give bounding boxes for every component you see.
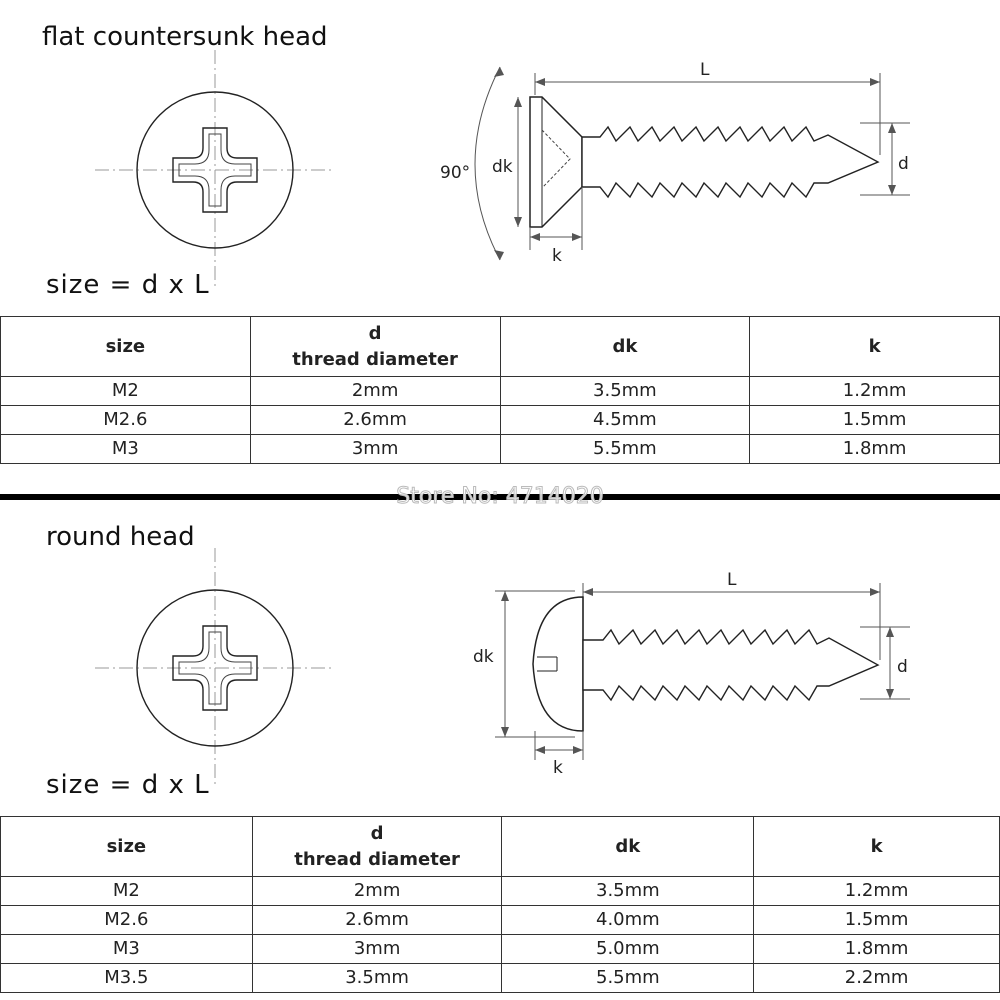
header-d-symbol: d — [370, 822, 384, 844]
cell-k: 1.2mm — [753, 876, 1000, 906]
flat-head-top-view — [95, 50, 335, 290]
flat-section-title: flat countersunk head — [42, 22, 328, 52]
cell-size: M3 — [0, 434, 251, 464]
table-row: M3 3mm 5.0mm 1.8mm — [0, 934, 1000, 964]
table-row: M2 2mm 3.5mm 1.2mm — [0, 376, 1000, 406]
header-d-subtitle: thread diameter — [294, 848, 460, 870]
round-section-title: round head — [46, 522, 195, 552]
round-head-top-view — [95, 548, 335, 788]
cell-d: 2.6mm — [249, 405, 501, 435]
flat-d-label: d — [898, 154, 909, 174]
cell-d: 3mm — [249, 434, 501, 464]
cell-d: 2mm — [251, 876, 503, 906]
flat-L-label: L — [700, 60, 710, 80]
cell-dk: 4.5mm — [499, 405, 751, 435]
round-L-label: L — [727, 570, 737, 590]
cell-size: M2.6 — [0, 405, 251, 435]
cell-k: 2.2mm — [753, 963, 1000, 993]
header-size: size — [0, 816, 253, 877]
header-d: d thread diameter — [249, 316, 501, 377]
table-row: M2.6 2.6mm 4.0mm 1.5mm — [0, 905, 1000, 935]
cell-dk: 5.5mm — [499, 434, 751, 464]
table-row: M3 3mm 5.5mm 1.8mm — [0, 434, 1000, 464]
store-watermark: Store No: 4714020 — [396, 484, 604, 510]
header-d-symbol: d — [368, 322, 382, 344]
round-dk-label: dk — [473, 647, 494, 667]
flat-dk-label: dk — [492, 157, 513, 177]
cell-k: 1.2mm — [749, 376, 1000, 406]
flat-spec-table: size d thread diameter dk k M2 2mm 3.5mm… — [0, 316, 1000, 464]
round-d-label: d — [897, 657, 908, 677]
cell-k: 1.5mm — [749, 405, 1000, 435]
cell-d: 3.5mm — [251, 963, 503, 993]
header-dk: dk — [501, 816, 755, 877]
cell-d: 3mm — [251, 934, 503, 964]
cell-k: 1.5mm — [753, 905, 1000, 935]
cell-dk: 4.0mm — [501, 905, 755, 935]
cell-dk: 3.5mm — [499, 376, 751, 406]
round-screw-side-view: L dk d k — [473, 570, 910, 778]
table-row: M3.5 3.5mm 5.5mm 2.2mm — [0, 963, 1000, 993]
cell-k: 1.8mm — [749, 434, 1000, 464]
header-d: d thread diameter — [251, 816, 503, 877]
cell-size: M3.5 — [0, 963, 253, 993]
flat-angle-label: 90° — [440, 163, 470, 183]
section-divider — [0, 494, 1000, 500]
cell-d: 2mm — [249, 376, 501, 406]
cell-dk: 5.5mm — [501, 963, 755, 993]
cell-size: M2 — [0, 376, 251, 406]
cell-dk: 5.0mm — [501, 934, 755, 964]
table-header-row: size d thread diameter dk k — [0, 316, 1000, 377]
round-spec-table: size d thread diameter dk k M2 2mm 3.5mm… — [0, 816, 1000, 993]
flat-k-label: k — [552, 246, 562, 266]
cell-d: 2.6mm — [251, 905, 503, 935]
flat-size-formula: size = d x L — [46, 270, 210, 300]
cell-size: M2.6 — [0, 905, 253, 935]
header-k: k — [753, 816, 1000, 877]
table-row: M2.6 2.6mm 4.5mm 1.5mm — [0, 405, 1000, 435]
cell-size: M3 — [0, 934, 253, 964]
flat-screw-side-view: 90° dk L d k — [440, 60, 910, 266]
cell-size: M2 — [0, 876, 253, 906]
table-row: M2 2mm 3.5mm 1.2mm — [0, 876, 1000, 906]
header-k: k — [749, 316, 1000, 377]
header-size: size — [0, 316, 251, 377]
header-d-subtitle: thread diameter — [292, 348, 458, 370]
table-header-row: size d thread diameter dk k — [0, 816, 1000, 877]
round-k-label: k — [553, 758, 563, 778]
round-size-formula: size = d x L — [46, 770, 210, 800]
header-dk: dk — [499, 316, 751, 377]
cell-k: 1.8mm — [753, 934, 1000, 964]
cell-dk: 3.5mm — [501, 876, 755, 906]
